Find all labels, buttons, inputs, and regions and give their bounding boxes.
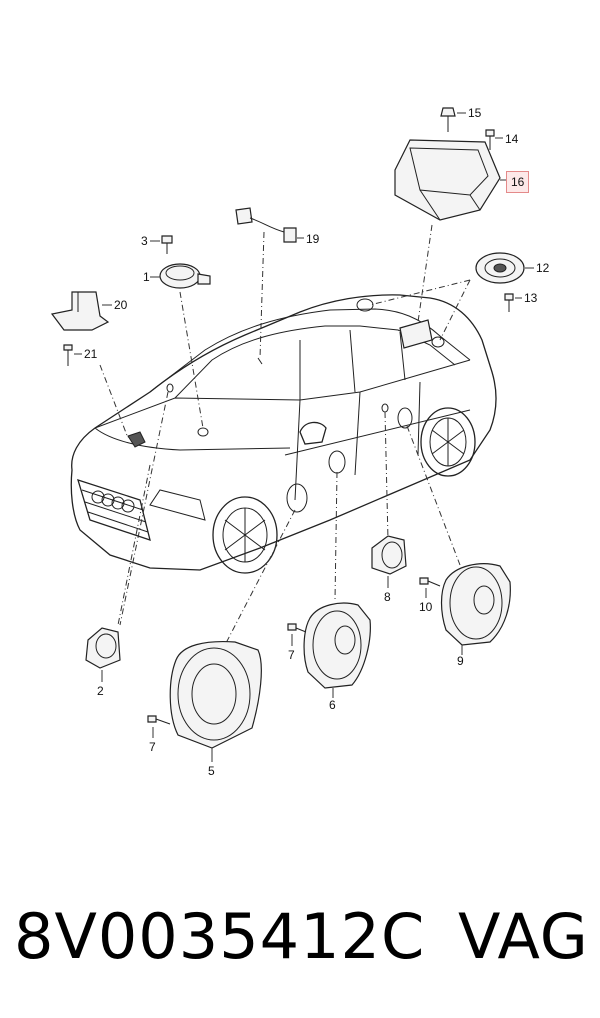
callout-2: 2 (97, 684, 104, 698)
callout-12: 12 (536, 261, 550, 275)
callout-16: 16 (506, 171, 530, 193)
module-20 (50, 291, 112, 331)
tweeter-2 (85, 627, 121, 682)
leader-lines (99, 224, 471, 646)
callout-15: 15 (468, 106, 482, 120)
screw-13 (504, 293, 522, 312)
part-number: 8V0035412C (14, 900, 426, 973)
callout-14: 14 (505, 132, 519, 146)
woofer-6 (303, 602, 371, 698)
screw-10 (419, 577, 441, 598)
callout-13: 13 (524, 291, 538, 305)
cable-19 (235, 207, 304, 243)
callout-1: 1 (143, 270, 150, 284)
woofer-9 (440, 563, 511, 655)
brand-label: VAG (458, 900, 589, 973)
amplifier-16 (394, 139, 510, 221)
woofer-5 (169, 640, 262, 762)
callout-19: 19 (306, 232, 320, 246)
tweeter-1 (150, 263, 211, 289)
callout-3: 3 (141, 234, 148, 248)
callout-7-lower: 7 (149, 740, 156, 754)
callout-9: 9 (457, 654, 464, 668)
speaker-parts-diagram (50, 107, 534, 762)
callout-7-middle: 7 (288, 648, 295, 662)
screw-7b (287, 623, 307, 646)
callout-8: 8 (384, 590, 391, 604)
car-illustration (70, 294, 497, 574)
callout-10: 10 (419, 600, 433, 614)
callout-21: 21 (84, 347, 98, 361)
bolt-14 (485, 129, 503, 150)
bolt-15 (440, 107, 466, 132)
screw-3 (150, 235, 173, 254)
speaker-12 (475, 252, 534, 284)
callout-6: 6 (329, 698, 336, 712)
midrange-8 (371, 535, 407, 588)
callout-5: 5 (208, 764, 215, 778)
screw-7a (147, 715, 171, 738)
callout-20: 20 (114, 298, 128, 312)
screw-21 (63, 344, 82, 366)
